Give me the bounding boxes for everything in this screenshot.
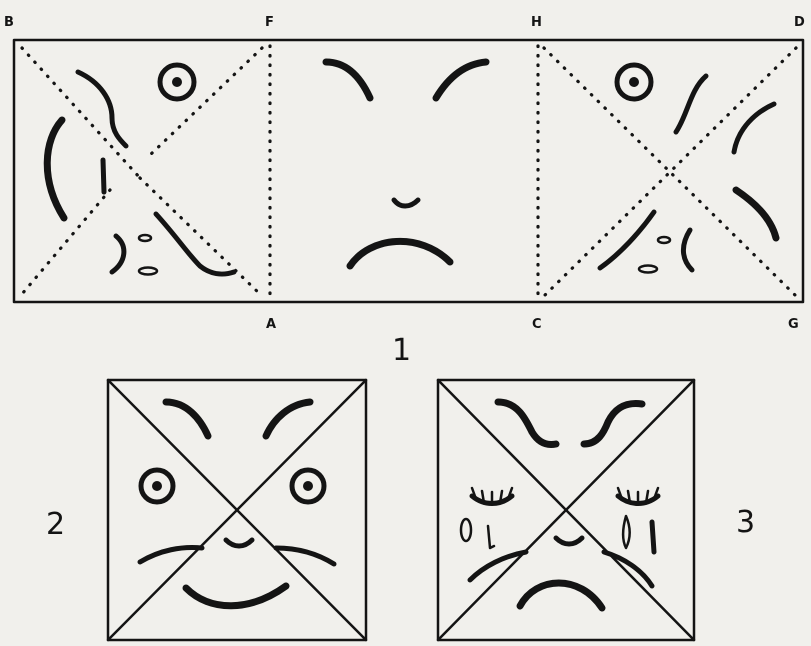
tear-drop-right-1 <box>658 237 670 243</box>
label-g: G <box>788 317 799 332</box>
diagonal-right-1 <box>544 48 796 296</box>
nose-face-2 <box>226 540 252 546</box>
label-c: C <box>532 317 542 332</box>
nose-face-3 <box>556 538 582 544</box>
cheek-line-right-panel <box>600 212 654 268</box>
brow-left-panel <box>78 72 126 146</box>
diagonal-left-1 <box>22 48 140 178</box>
tear-left-face-3-2 <box>488 526 494 548</box>
figure-number-3: 3 <box>736 505 755 540</box>
figure-1-strip: B F H D A C G 1 <box>4 15 805 368</box>
tear-drop-left-2 <box>139 268 157 275</box>
diagonal-left-2 <box>140 178 262 296</box>
diagonal-left-3 <box>150 48 262 155</box>
diagonal-left-4 <box>22 190 110 294</box>
mouth-middle <box>350 241 450 266</box>
brow-left-middle <box>326 62 370 98</box>
label-a: A <box>266 317 276 332</box>
mouth-face-2 <box>186 586 286 606</box>
brow-right-face-3 <box>584 404 642 444</box>
mouth-right-panel <box>736 190 776 238</box>
label-b: B <box>4 15 14 30</box>
pupil-right-face-2 <box>303 481 313 491</box>
tear-right-face-3-1 <box>623 516 630 548</box>
tear-left-panel <box>112 236 124 272</box>
cheek-left-face-3 <box>470 552 526 580</box>
cheek-right-face-2 <box>276 548 334 564</box>
figure-2-happy-face: 2 <box>46 380 366 640</box>
brow-right-face-2 <box>266 402 310 436</box>
tear-right-face-3-2 <box>652 522 654 552</box>
tear-drop-left-1 <box>139 235 151 241</box>
brow-left-face-2 <box>166 402 208 436</box>
nose-left-panel <box>103 160 104 192</box>
cheek-upper-right-panel <box>734 104 774 152</box>
pupil-left-panel <box>172 77 182 87</box>
mouth-face-3 <box>520 583 602 608</box>
pupil-left-face-2 <box>152 481 162 491</box>
brow-left-face-3 <box>498 402 556 445</box>
closed-eye-right-face-3 <box>618 488 658 504</box>
nose-middle <box>394 200 418 206</box>
mouth-left-panel <box>47 120 64 218</box>
cheek-right-face-3 <box>604 552 652 586</box>
label-f: F <box>265 15 274 30</box>
figure-number-1: 1 <box>392 333 411 368</box>
tear-drop-right-2 <box>639 266 657 273</box>
closed-eye-left-face-3 <box>472 488 512 504</box>
cheek-line-left-panel <box>156 214 234 274</box>
figure-number-2: 2 <box>46 507 65 542</box>
tear-right-panel <box>683 230 692 270</box>
pupil-right-panel <box>629 77 639 87</box>
label-d: D <box>794 15 805 30</box>
brow-right-panel <box>676 76 706 132</box>
label-h: H <box>531 15 542 30</box>
tear-left-face-3-1 <box>461 519 471 541</box>
figure-3-sad-face: 3 <box>438 380 755 640</box>
brow-right-middle <box>436 62 486 98</box>
diagonal-right-2 <box>544 48 796 296</box>
